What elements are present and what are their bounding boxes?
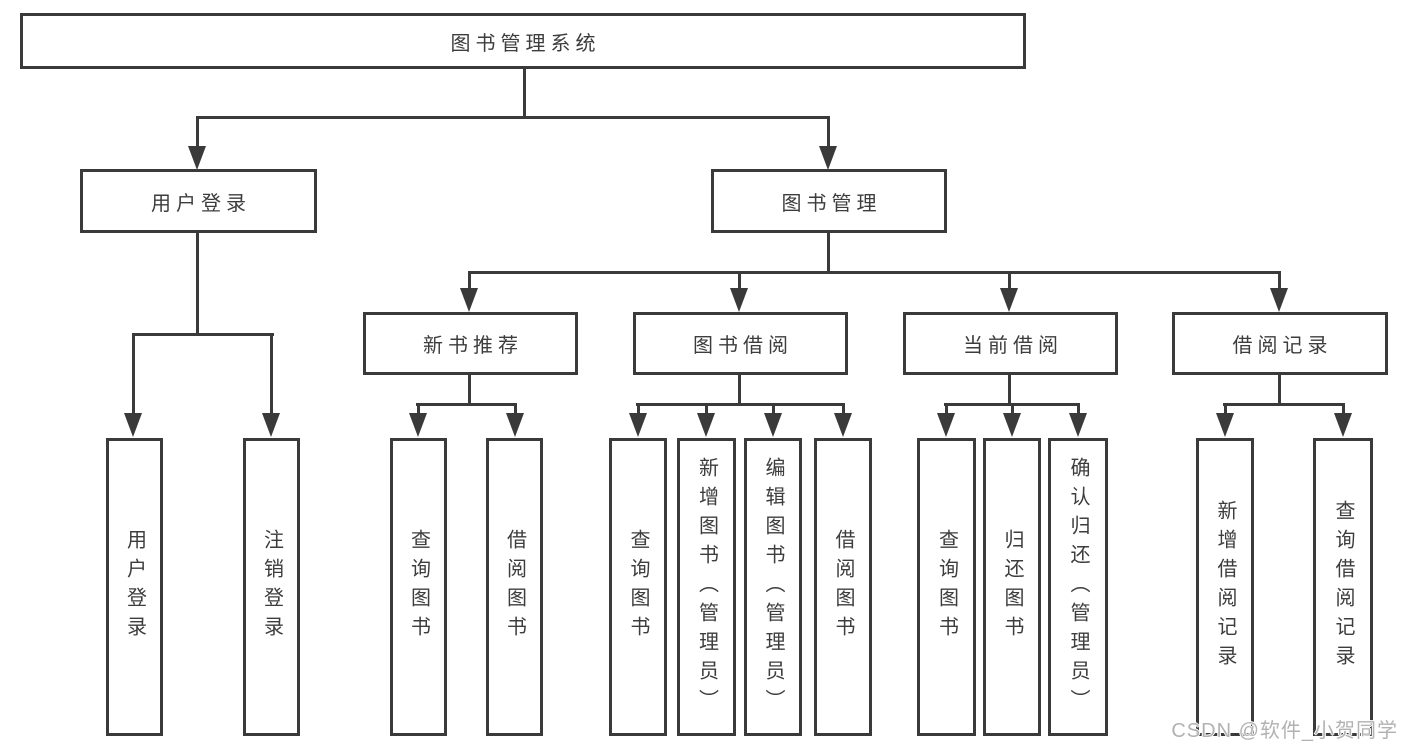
arrow-down-icon [1003,413,1021,437]
arrow-down-icon [1216,413,1234,437]
arrow-down-icon [1270,288,1288,312]
connector-line [637,403,640,415]
leaf-logout: 注销登录 [243,438,300,736]
leaf-label: 借阅图书 [832,529,854,645]
connector-line [1223,403,1345,406]
connector-line [1278,271,1281,290]
arrow-down-icon [697,413,715,437]
arrow-down-icon [1000,288,1018,312]
connector-line [132,333,274,336]
arrow-down-icon [409,413,427,437]
node-label: 图书管理 [781,192,882,215]
arrow-down-icon [460,288,478,312]
leaf-label: 用户登录 [123,529,146,645]
leaf-label: 查询借阅记录 [1332,500,1354,674]
node-label: 借阅记录 [1232,335,1333,357]
leaf-confirm-return-admin: 确认归还（管理员） [1048,438,1108,736]
arrow-down-icon [124,413,142,437]
connector-line [1224,403,1227,415]
connector-line [636,403,845,406]
leaf-query-books-3: 查询图书 [917,438,976,736]
leaf-label: 查询图书 [627,529,649,645]
arrow-down-icon [629,413,647,437]
connector-line [468,271,471,290]
arrow-down-icon [819,146,837,170]
connector-line [738,271,741,290]
csdn-watermark: CSDN @软件_小贺同学 [1171,720,1398,742]
node-user-login: 用户登录 [80,169,317,233]
connector-line [417,403,420,415]
leaf-edit-books-admin: 编辑图书（管理员） [744,438,802,736]
connector-line [842,403,845,415]
arrow-down-icon [730,288,748,312]
connector-line [416,403,517,406]
node-current-borrowing: 当前借阅 [903,312,1118,375]
connector-line [738,375,741,406]
node-root: 图书管理系统 [20,13,1026,69]
node-label: 新书推荐 [423,335,523,357]
connector-line [945,403,948,415]
node-label: 图书管理系统 [450,32,601,55]
leaf-borrow-books-1: 借阅图书 [486,438,543,736]
arrow-down-icon [1069,413,1087,437]
leaf-return-books: 归还图书 [983,438,1041,736]
connector-line [196,116,199,149]
arrow-down-icon [506,413,524,437]
arrow-down-icon [1334,413,1352,437]
leaf-label: 新增图书（管理员） [695,456,718,718]
leaf-user-login: 用户登录 [106,438,163,736]
connector-line [1342,403,1345,415]
node-label: 图书借阅 [693,335,793,357]
node-book-management: 图书管理 [711,169,947,233]
connector-line [1077,403,1080,415]
connector-line [132,333,135,413]
node-label: 用户登录 [151,192,251,215]
connector-line [1011,403,1014,415]
connector-line [772,403,775,415]
arrow-down-icon [262,413,280,437]
leaf-borrow-books-2: 借阅图书 [814,438,872,736]
connector-line [514,403,517,415]
connector-line [1008,375,1011,406]
arrow-down-icon [764,413,782,437]
leaf-label: 查询图书 [935,529,958,645]
connector-line [468,271,1281,274]
node-borrowing-records: 借阅记录 [1172,312,1388,375]
leaf-query-borrow-record: 查询借阅记录 [1313,438,1373,736]
leaf-add-books-admin: 新增图书（管理员） [677,438,736,736]
arrow-down-icon [188,146,206,170]
connector-line [270,333,273,413]
connector-line [196,233,199,336]
connector-line [705,403,708,415]
leaf-label: 确认归还（管理员） [1067,456,1089,718]
node-label: 当前借阅 [963,335,1063,357]
arrow-down-icon [937,413,955,437]
leaf-add-borrow-record: 新增借阅记录 [1196,438,1254,736]
connector-line [1278,375,1281,406]
leaf-query-books-2: 查询图书 [609,438,667,736]
node-new-book-recommend: 新书推荐 [363,312,578,375]
leaf-label: 查询图书 [407,529,430,645]
arrow-down-icon [834,413,852,437]
leaf-query-books-1: 查询图书 [390,438,447,736]
leaf-label: 注销登录 [260,529,283,645]
connector-line [1008,271,1011,290]
connector-line [523,68,526,118]
leaf-label: 新增借阅记录 [1214,500,1236,674]
connector-line [468,375,471,406]
connector-line [196,116,830,119]
connector-line [827,233,830,274]
connector-line [827,116,830,149]
leaf-label: 借阅图书 [503,529,526,645]
leaf-label: 归还图书 [1001,529,1023,645]
leaf-label: 编辑图书（管理员） [762,456,784,718]
node-book-borrowing: 图书借阅 [633,312,848,375]
